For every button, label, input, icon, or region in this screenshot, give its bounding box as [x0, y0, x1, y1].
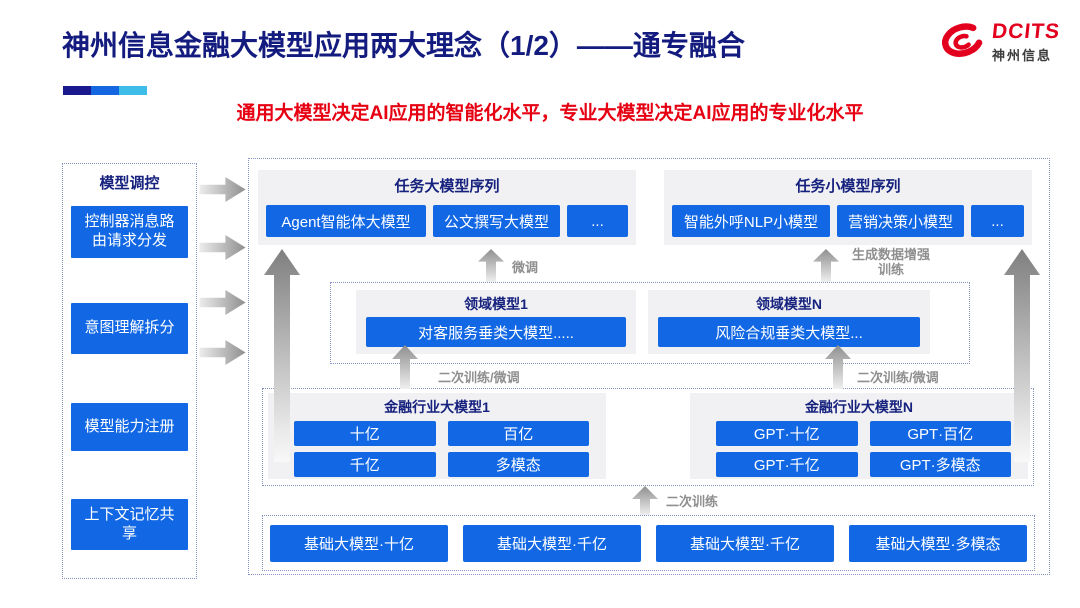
accent-bar: [63, 86, 147, 95]
model-grid: GPT·十亿 GPT·百亿 GPT·千亿 GPT·多模态: [716, 421, 1011, 477]
model-chip-base-multimodal: 基础大模型·多模态: [849, 525, 1027, 562]
up-arrow-icon: [825, 345, 851, 389]
model-chip-outbound-nlp: 智能外呼NLP小模型: [672, 205, 830, 237]
model-chip-base-1b: 基础大模型·十亿: [270, 525, 448, 562]
label-line: 训练: [877, 262, 904, 277]
brand-name-cn: 神州信息: [992, 48, 1053, 63]
group-title: 领域模型1: [464, 296, 528, 312]
group-title: 金融行业大模型N: [804, 399, 914, 415]
model-chip-gpt-1b: GPT·十亿: [716, 421, 858, 446]
label-gen-data-training: 生成数据增强 训练: [843, 247, 939, 277]
right-arrow-icon: [199, 235, 246, 260]
model-chip-gpt-100b: GPT·千亿: [716, 452, 858, 477]
brand-text: DCITS 神州信息: [990, 20, 1062, 64]
model-chip-document-writing: 公文撰写大模型: [433, 205, 560, 237]
sidebar-title: 模型调控: [99, 175, 160, 192]
industry-model-1-group: 金融行业大模型1 十亿 百亿 千亿 多模态: [268, 393, 606, 479]
model-chip-100b: 千亿: [294, 452, 436, 477]
model-chip-customer-service: 对客服务垂类大模型.....: [366, 317, 626, 347]
right-arrow-icon: [199, 177, 246, 202]
sidebar-item-capability-registration: 模型能力注册: [71, 403, 188, 451]
up-arrow-icon: [813, 249, 839, 282]
group-title: 任务大模型序列: [394, 178, 500, 195]
accent-segment: [91, 86, 119, 95]
button-row: Agent智能体大模型 公文撰写大模型 ...: [266, 205, 628, 237]
group-title: 任务小模型序列: [795, 178, 901, 195]
model-chip-agent: Agent智能体大模型: [266, 205, 426, 237]
right-arrow-icon: [199, 290, 246, 315]
model-chip-risk-compliance: 风险合规垂类大模型...: [658, 317, 920, 347]
label-fine-tune: 微调: [512, 260, 539, 275]
sidebar-item-intent-splitting: 意图理解拆分: [71, 303, 188, 354]
industry-models-frame: [262, 388, 1034, 486]
model-chip-multimodal: 多模态: [447, 452, 589, 477]
sidebar-panel: 模型调控 控制器消息路由请求分发 意图理解拆分 模型能力注册 上下文记忆共享: [62, 163, 197, 579]
domain-model-1-group: 领域模型1 对客服务垂类大模型.....: [356, 290, 636, 354]
brand-swirl-icon: [942, 23, 983, 57]
domain-model-n-group: 领域模型N 风险合规垂类大模型...: [648, 290, 930, 354]
label-retrain-bottom: 二次训练: [666, 494, 719, 509]
model-chip-base-100b-2: 基础大模型·千亿: [656, 525, 834, 562]
sidebar-item-context-memory: 上下文记忆共享: [71, 499, 188, 550]
diagram-outer-frame: [248, 158, 1050, 575]
up-arrow-icon: [632, 486, 658, 515]
up-arrow-icon: [392, 345, 418, 389]
accent-segment: [119, 86, 147, 95]
model-chip-10b: 百亿: [447, 421, 589, 446]
industry-model-n-group: 金融行业大模型N GPT·十亿 GPT·百亿 GPT·千亿 GPT·多模态: [690, 393, 1028, 479]
group-title: 金融行业大模型1: [384, 399, 490, 415]
accent-segment: [63, 86, 91, 95]
task-small-model-group: 任务小模型序列 智能外呼NLP小模型 营销决策小模型 ...: [664, 170, 1032, 245]
tall-up-arrow-icon: [1004, 249, 1040, 462]
group-title: 领域模型N: [755, 296, 823, 312]
base-models-frame: 基础大模型·十亿 基础大模型·千亿 基础大模型·千亿 基础大模型·多模态: [262, 515, 1035, 571]
page-title: 神州信息金融大模型应用两大理念（1/2）——通专融合: [62, 30, 745, 61]
model-chip-1b: 十亿: [294, 421, 436, 446]
model-chip-gpt-multimodal: GPT·多模态: [869, 452, 1011, 477]
up-arrow-icon: [478, 249, 504, 282]
model-chip-base-100b: 基础大模型·千亿: [463, 525, 641, 562]
model-chip-ellipsis: ...: [567, 205, 628, 237]
model-chip-ellipsis: ...: [971, 205, 1024, 237]
label-retrain-finetune-left: 二次训练/微调: [438, 370, 520, 385]
slide-subtitle: 通用大模型决定AI应用的智能化水平，专业大模型决定AI应用的专业化水平: [236, 103, 864, 124]
model-grid: 十亿 百亿 千亿 多模态: [294, 421, 589, 477]
brand-logo: DCITS 神州信息: [938, 20, 1062, 64]
task-large-model-group: 任务大模型序列 Agent智能体大模型 公文撰写大模型 ...: [258, 170, 636, 245]
model-chip-gpt-10b: GPT·百亿: [869, 421, 1011, 446]
model-chip-marketing-decision: 营销决策小模型: [837, 205, 964, 237]
label-retrain-finetune-right: 二次训练/微调: [857, 370, 939, 385]
right-arrow-icon: [199, 340, 246, 365]
button-row: 智能外呼NLP小模型 营销决策小模型 ...: [672, 205, 1024, 237]
brand-name: DCITS: [990, 20, 1062, 43]
domain-models-frame: [330, 282, 970, 364]
tall-up-arrow-icon: [264, 249, 300, 462]
label-line: 生成数据增强: [851, 247, 930, 262]
sidebar-item-controller-routing: 控制器消息路由请求分发: [71, 206, 188, 258]
